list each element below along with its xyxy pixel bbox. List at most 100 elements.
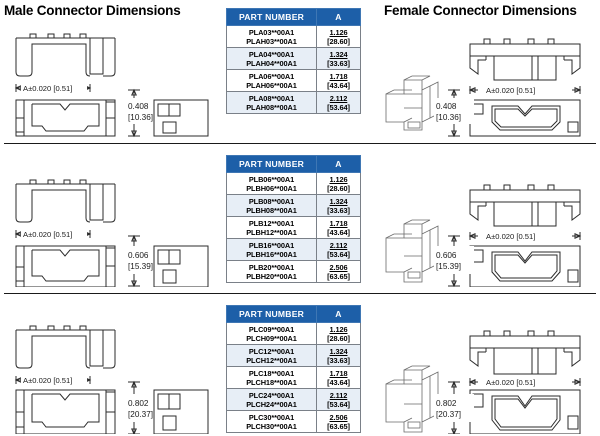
dimension-a-mm: [43.64] bbox=[327, 227, 350, 237]
cell-dimension-a: 1.126[28.60] bbox=[316, 321, 361, 346]
dimension-height-inch: 0.802 bbox=[128, 399, 149, 408]
page-title-male: Male Connector Dimensions bbox=[4, 3, 181, 18]
dimension-a-mm: [63.65] bbox=[327, 271, 350, 281]
column-header-part-number: PART NUMBER bbox=[226, 305, 317, 323]
section-divider bbox=[4, 293, 596, 294]
male-end-view bbox=[153, 389, 209, 434]
column-header-a: A bbox=[316, 305, 361, 323]
dimension-a-inch: 1.718 bbox=[329, 368, 348, 378]
male-plan-view bbox=[15, 99, 116, 137]
dimension-width-label: A±0.020 [0.51] bbox=[23, 230, 72, 239]
male-front-view bbox=[15, 33, 116, 77]
female-connector-drawing-row-c: A±0.020 [0.51] 0.802 [20.37] bbox=[382, 322, 597, 434]
dimension-a-mm: [33.63] bbox=[327, 205, 350, 215]
dimension-a-mm: [33.63] bbox=[327, 58, 350, 68]
part-number-secondary: PLAH04**00A1 bbox=[246, 58, 297, 68]
part-number-primary: PLB06**00A1 bbox=[248, 174, 295, 184]
part-number-secondary: PLBH08**00A1 bbox=[246, 205, 297, 215]
dimension-a-mm: [53.64] bbox=[327, 249, 350, 259]
male-plan-view bbox=[15, 245, 116, 287]
column-header-a: A bbox=[316, 8, 361, 26]
part-number-secondary: PLAH06**00A1 bbox=[246, 80, 297, 90]
dimension-width-a: A±0.020 [0.51] bbox=[468, 376, 582, 388]
dimension-a-mm: [63.65] bbox=[327, 421, 350, 431]
cell-dimension-a: 2.112[53.64] bbox=[316, 91, 361, 115]
dimension-a-inch: 1.126 bbox=[329, 324, 348, 334]
table-header-row: PART NUMBER A bbox=[226, 305, 361, 323]
section-divider bbox=[4, 143, 596, 144]
column-header-part-number: PART NUMBER bbox=[226, 155, 317, 173]
cell-dimension-a: 1.718[43.64] bbox=[316, 69, 361, 93]
cell-dimension-a: 1.126[28.60] bbox=[316, 24, 361, 49]
cell-dimension-a: 1.718[43.64] bbox=[316, 366, 361, 390]
dimension-width-label: A±0.020 [0.51] bbox=[486, 86, 535, 95]
part-number-primary: PLC24**00A1 bbox=[248, 390, 295, 400]
part-number-primary: PLB16**00A1 bbox=[248, 240, 295, 250]
female-iso-view bbox=[385, 75, 439, 131]
dimension-height-inch: 0.802 bbox=[436, 399, 457, 408]
female-connector-drawing-row-a: A±0.020 [0.51] 0.408 [10.36] bbox=[382, 26, 597, 138]
dimension-a-mm: [43.64] bbox=[327, 80, 350, 90]
part-number-primary: PLB08**00A1 bbox=[248, 196, 295, 206]
part-number-secondary: PLBH20**00A1 bbox=[246, 271, 297, 281]
dimension-a-inch: 1.718 bbox=[329, 218, 348, 228]
dimension-a-inch: 2.506 bbox=[329, 262, 348, 272]
table-header-row: PART NUMBER A bbox=[226, 8, 361, 26]
dimension-a-inch: 1.126 bbox=[329, 174, 348, 184]
dimension-height-mm: [20.37] bbox=[128, 410, 153, 419]
part-number-primary: PLA04**00A1 bbox=[248, 49, 295, 59]
cell-dimension-a: 1.718[43.64] bbox=[316, 216, 361, 240]
cell-dimension-a: 1.324[33.63] bbox=[316, 47, 361, 71]
dimension-a-mm: [28.60] bbox=[327, 333, 350, 343]
female-top-view bbox=[469, 330, 581, 375]
cell-dimension-a: 2.112[53.64] bbox=[316, 388, 361, 412]
dimension-width-label: A±0.020 [0.51] bbox=[23, 84, 72, 93]
dimension-height-inch: 0.606 bbox=[128, 251, 149, 260]
dimension-height: 0.802 [20.37] bbox=[434, 380, 474, 434]
dimension-height-mm: [20.37] bbox=[436, 410, 461, 419]
dimension-width-a: A±0.020 [0.51] bbox=[14, 82, 92, 94]
female-iso-view bbox=[385, 219, 439, 283]
part-number-secondary: PLBH12**00A1 bbox=[246, 227, 297, 237]
dimension-width-a: A±0.020 [0.51] bbox=[468, 84, 582, 96]
cell-dimension-a: 2.506[63.65] bbox=[316, 260, 361, 284]
dimension-height-inch: 0.606 bbox=[436, 251, 457, 260]
female-iso-view bbox=[385, 365, 439, 433]
part-number-secondary: PLBH16**00A1 bbox=[246, 249, 297, 259]
part-number-secondary: PLCH24**00A1 bbox=[246, 399, 297, 409]
dimension-a-inch: 1.324 bbox=[329, 49, 348, 59]
dimension-a-inch: 2.112 bbox=[329, 390, 348, 400]
part-number-primary: PLA08**00A1 bbox=[248, 93, 295, 103]
part-number-secondary: PLCH30**00A1 bbox=[246, 421, 297, 431]
dimension-height: 0.606 [15.39] bbox=[126, 234, 166, 287]
male-end-view bbox=[153, 99, 209, 137]
part-number-primary: PLC12**00A1 bbox=[248, 346, 295, 356]
female-connector-drawing-row-b: A±0.020 [0.51] 0.606 [15.39] bbox=[382, 172, 597, 287]
part-number-secondary: PLCH12**00A1 bbox=[246, 355, 297, 365]
part-number-secondary: PLBH06**00A1 bbox=[246, 183, 297, 193]
dimension-height-mm: [15.39] bbox=[436, 262, 461, 271]
part-number-primary: PLC18**00A1 bbox=[248, 368, 295, 378]
dimension-height: 0.408 [10.36] bbox=[126, 88, 166, 138]
column-header-a: A bbox=[316, 155, 361, 173]
dimension-height-inch: 0.408 bbox=[128, 102, 149, 111]
dimension-width-a: A±0.020 [0.51] bbox=[468, 230, 582, 242]
